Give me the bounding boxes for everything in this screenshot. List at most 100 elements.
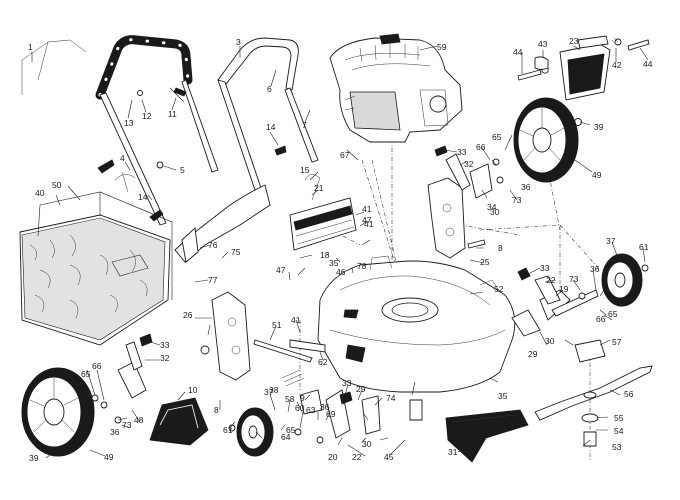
engine-part bbox=[329, 33, 463, 143]
callout-44: 44 bbox=[513, 47, 523, 57]
callout-33b: 33 bbox=[540, 263, 550, 273]
handle-knobs bbox=[97, 87, 287, 222]
callout-36: 36 bbox=[521, 182, 531, 192]
callout-11: 11 bbox=[168, 109, 177, 119]
callout-12: 12 bbox=[142, 111, 152, 121]
baffle-plate-part bbox=[289, 174, 357, 251]
callout-44b: 44 bbox=[643, 59, 653, 69]
callout-62: 62 bbox=[318, 357, 328, 367]
callout-73: 73 bbox=[512, 195, 522, 205]
callout-47: 47 bbox=[362, 215, 372, 225]
callout-2: 2 bbox=[116, 39, 121, 49]
callout-56: 56 bbox=[624, 389, 634, 399]
mower-deck-part bbox=[317, 255, 516, 393]
rear-wheel-right-part bbox=[513, 97, 579, 183]
callout-14: 14 bbox=[266, 122, 276, 132]
rear-door-bracket-part bbox=[174, 184, 271, 263]
callout-67: 67 bbox=[340, 150, 350, 160]
callout-1: 1 bbox=[28, 42, 33, 52]
upper-handle-part bbox=[95, 35, 219, 226]
callout-9: 9 bbox=[300, 393, 305, 403]
callout-14b: 14 bbox=[138, 192, 148, 202]
height-adjuster-left-part bbox=[211, 291, 326, 381]
callout-73c: 73 bbox=[122, 420, 132, 430]
callout-39b: 39 bbox=[29, 453, 39, 463]
callout-36c: 36 bbox=[110, 427, 120, 437]
callout-43: 43 bbox=[538, 39, 548, 49]
callout-42: 42 bbox=[612, 60, 622, 70]
callout-66b: 66 bbox=[596, 314, 606, 324]
callout-30b: 30 bbox=[545, 336, 555, 346]
callout-40: 40 bbox=[35, 188, 45, 198]
callout-21: 21 bbox=[314, 183, 324, 193]
callout-48: 48 bbox=[134, 415, 144, 425]
callout-25: 25 bbox=[480, 257, 490, 267]
callout-29: 29 bbox=[528, 349, 538, 359]
callout-65d: 65 bbox=[286, 425, 296, 435]
callout-3: 3 bbox=[236, 37, 241, 47]
callout-6: 6 bbox=[267, 84, 272, 94]
callout-57: 57 bbox=[612, 337, 622, 347]
callout-33c: 33 bbox=[160, 340, 170, 350]
callout-30c: 30 bbox=[362, 439, 372, 449]
callout-46: 46 bbox=[336, 267, 346, 277]
rear-axle-right-part bbox=[511, 267, 599, 337]
rear-skirt-part bbox=[409, 399, 529, 463]
blade-part bbox=[534, 339, 653, 447]
callout-22b: 22 bbox=[352, 452, 362, 462]
callout-37b: 37 bbox=[264, 387, 274, 397]
callout-65b: 65 bbox=[608, 309, 618, 319]
callout-37: 37 bbox=[606, 236, 616, 246]
callout-20: 20 bbox=[328, 452, 338, 462]
callout-61: 61 bbox=[639, 242, 649, 252]
height-adjuster-right-part bbox=[427, 145, 504, 259]
callout-13: 13 bbox=[124, 118, 134, 128]
callout-38: 38 bbox=[269, 385, 279, 395]
callout-76: 76 bbox=[208, 240, 218, 250]
fastener-parts bbox=[517, 37, 650, 126]
callout-64: 64 bbox=[281, 432, 291, 442]
callout-41: 41 bbox=[362, 204, 372, 214]
callout-32: 32 bbox=[464, 159, 474, 169]
callout-78: 78 bbox=[357, 261, 367, 271]
callout-39: 39 bbox=[594, 122, 604, 132]
callout-45: 45 bbox=[384, 452, 394, 462]
callout-35b: 35 bbox=[498, 391, 508, 401]
callout-75: 75 bbox=[231, 247, 241, 257]
callout-73b: 73 bbox=[569, 274, 579, 284]
callout-54: 54 bbox=[614, 426, 624, 436]
callout-74: 74 bbox=[386, 393, 396, 403]
callout-33d: 33 bbox=[342, 378, 352, 388]
callout-65: 65 bbox=[492, 132, 502, 142]
callout-4: 4 bbox=[120, 153, 125, 163]
callout-31: 31 bbox=[448, 447, 458, 457]
callout-36b: 36 bbox=[590, 264, 600, 274]
callout-labels: 1 2 3 59 44 43 23 42 44 13 12 11 6 7 14 … bbox=[28, 36, 653, 463]
callout-69: 69 bbox=[326, 409, 336, 419]
middle-handle-part bbox=[217, 37, 319, 191]
callout-29b: 29 bbox=[356, 384, 366, 394]
callout-49: 49 bbox=[592, 170, 602, 180]
callout-23: 23 bbox=[569, 36, 579, 46]
callout-15: 15 bbox=[300, 165, 310, 175]
callout-5: 5 bbox=[180, 165, 185, 175]
rear-flap-part bbox=[559, 35, 611, 101]
callout-53: 53 bbox=[612, 442, 622, 452]
callout-19: 19 bbox=[559, 284, 569, 294]
callout-8b: 8 bbox=[214, 405, 219, 415]
callout-63: 63 bbox=[306, 405, 316, 415]
callout-32b: 32 bbox=[160, 353, 170, 363]
side-discharge-plug-part bbox=[149, 397, 209, 446]
callout-41c: 41 bbox=[291, 315, 301, 325]
callout-66c: 66 bbox=[92, 361, 102, 371]
callout-50: 50 bbox=[52, 180, 62, 190]
callout-52: 52 bbox=[494, 284, 504, 294]
callout-10: 10 bbox=[188, 385, 198, 395]
callout-47b: 47 bbox=[276, 265, 286, 275]
callout-51: 51 bbox=[272, 320, 282, 330]
callout-7: 7 bbox=[302, 120, 307, 130]
callout-65c: 65 bbox=[81, 369, 91, 379]
callout-35: 35 bbox=[329, 258, 339, 268]
front-axle-parts bbox=[281, 369, 381, 444]
